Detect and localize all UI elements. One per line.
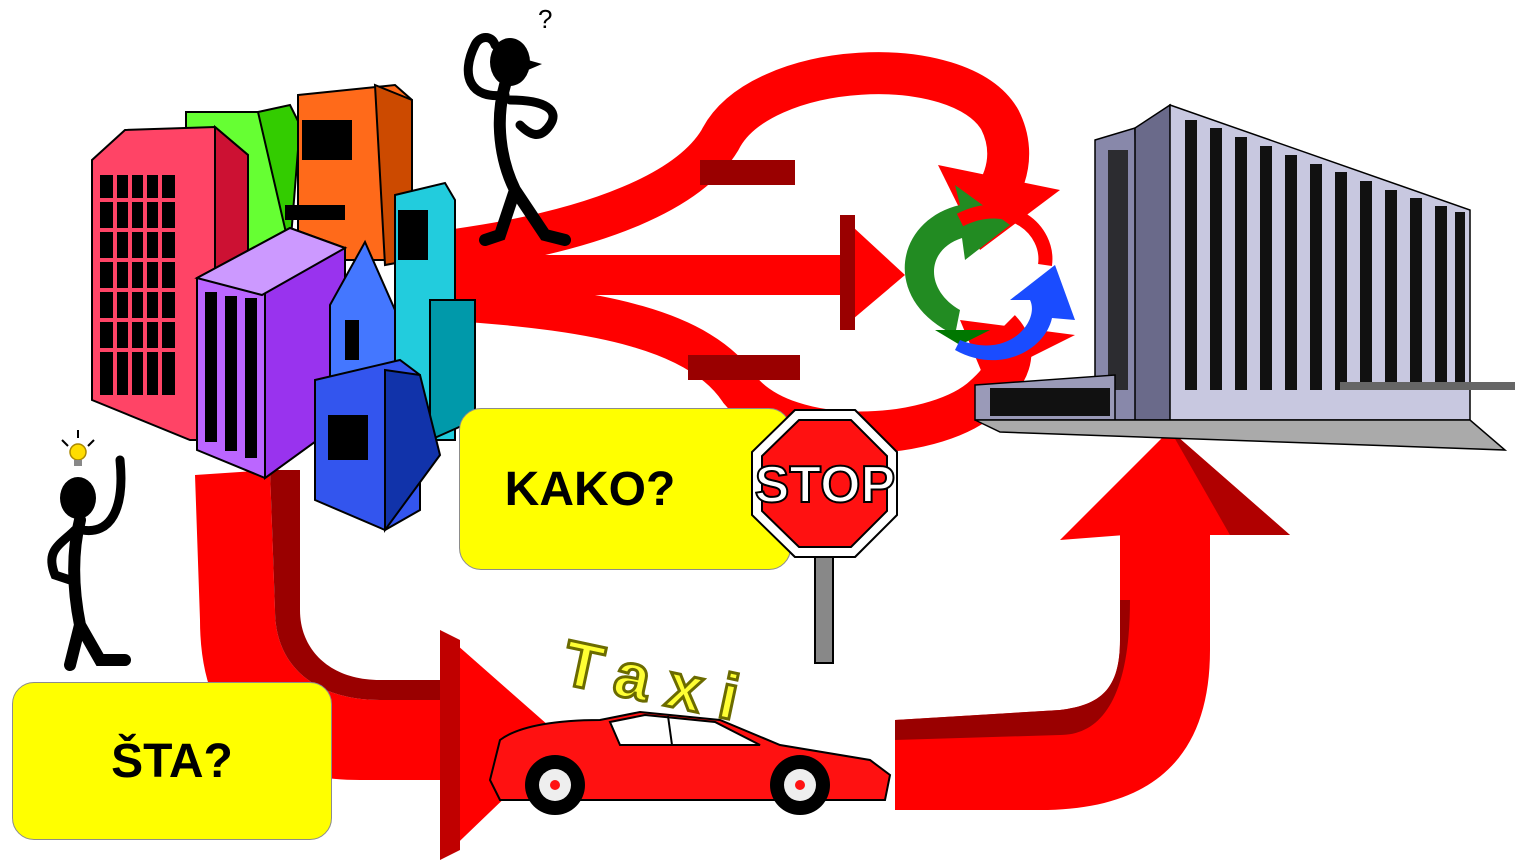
large-office-building-icon bbox=[974, 103, 1515, 451]
office-buildings-icon bbox=[91, 83, 476, 534]
how-callout: KAKO? bbox=[459, 408, 791, 570]
cycle-arrows-icon bbox=[904, 185, 1075, 361]
question-mark-text: ? bbox=[538, 4, 552, 34]
lightbulb-icon bbox=[61, 430, 95, 466]
how-label: KAKO? bbox=[504, 462, 676, 516]
idea-person-icon bbox=[47, 430, 131, 671]
what-callout: ŠTA? bbox=[12, 682, 332, 840]
what-label: ŠTA? bbox=[111, 734, 233, 788]
thinking-person-icon: ? bbox=[463, 4, 571, 246]
